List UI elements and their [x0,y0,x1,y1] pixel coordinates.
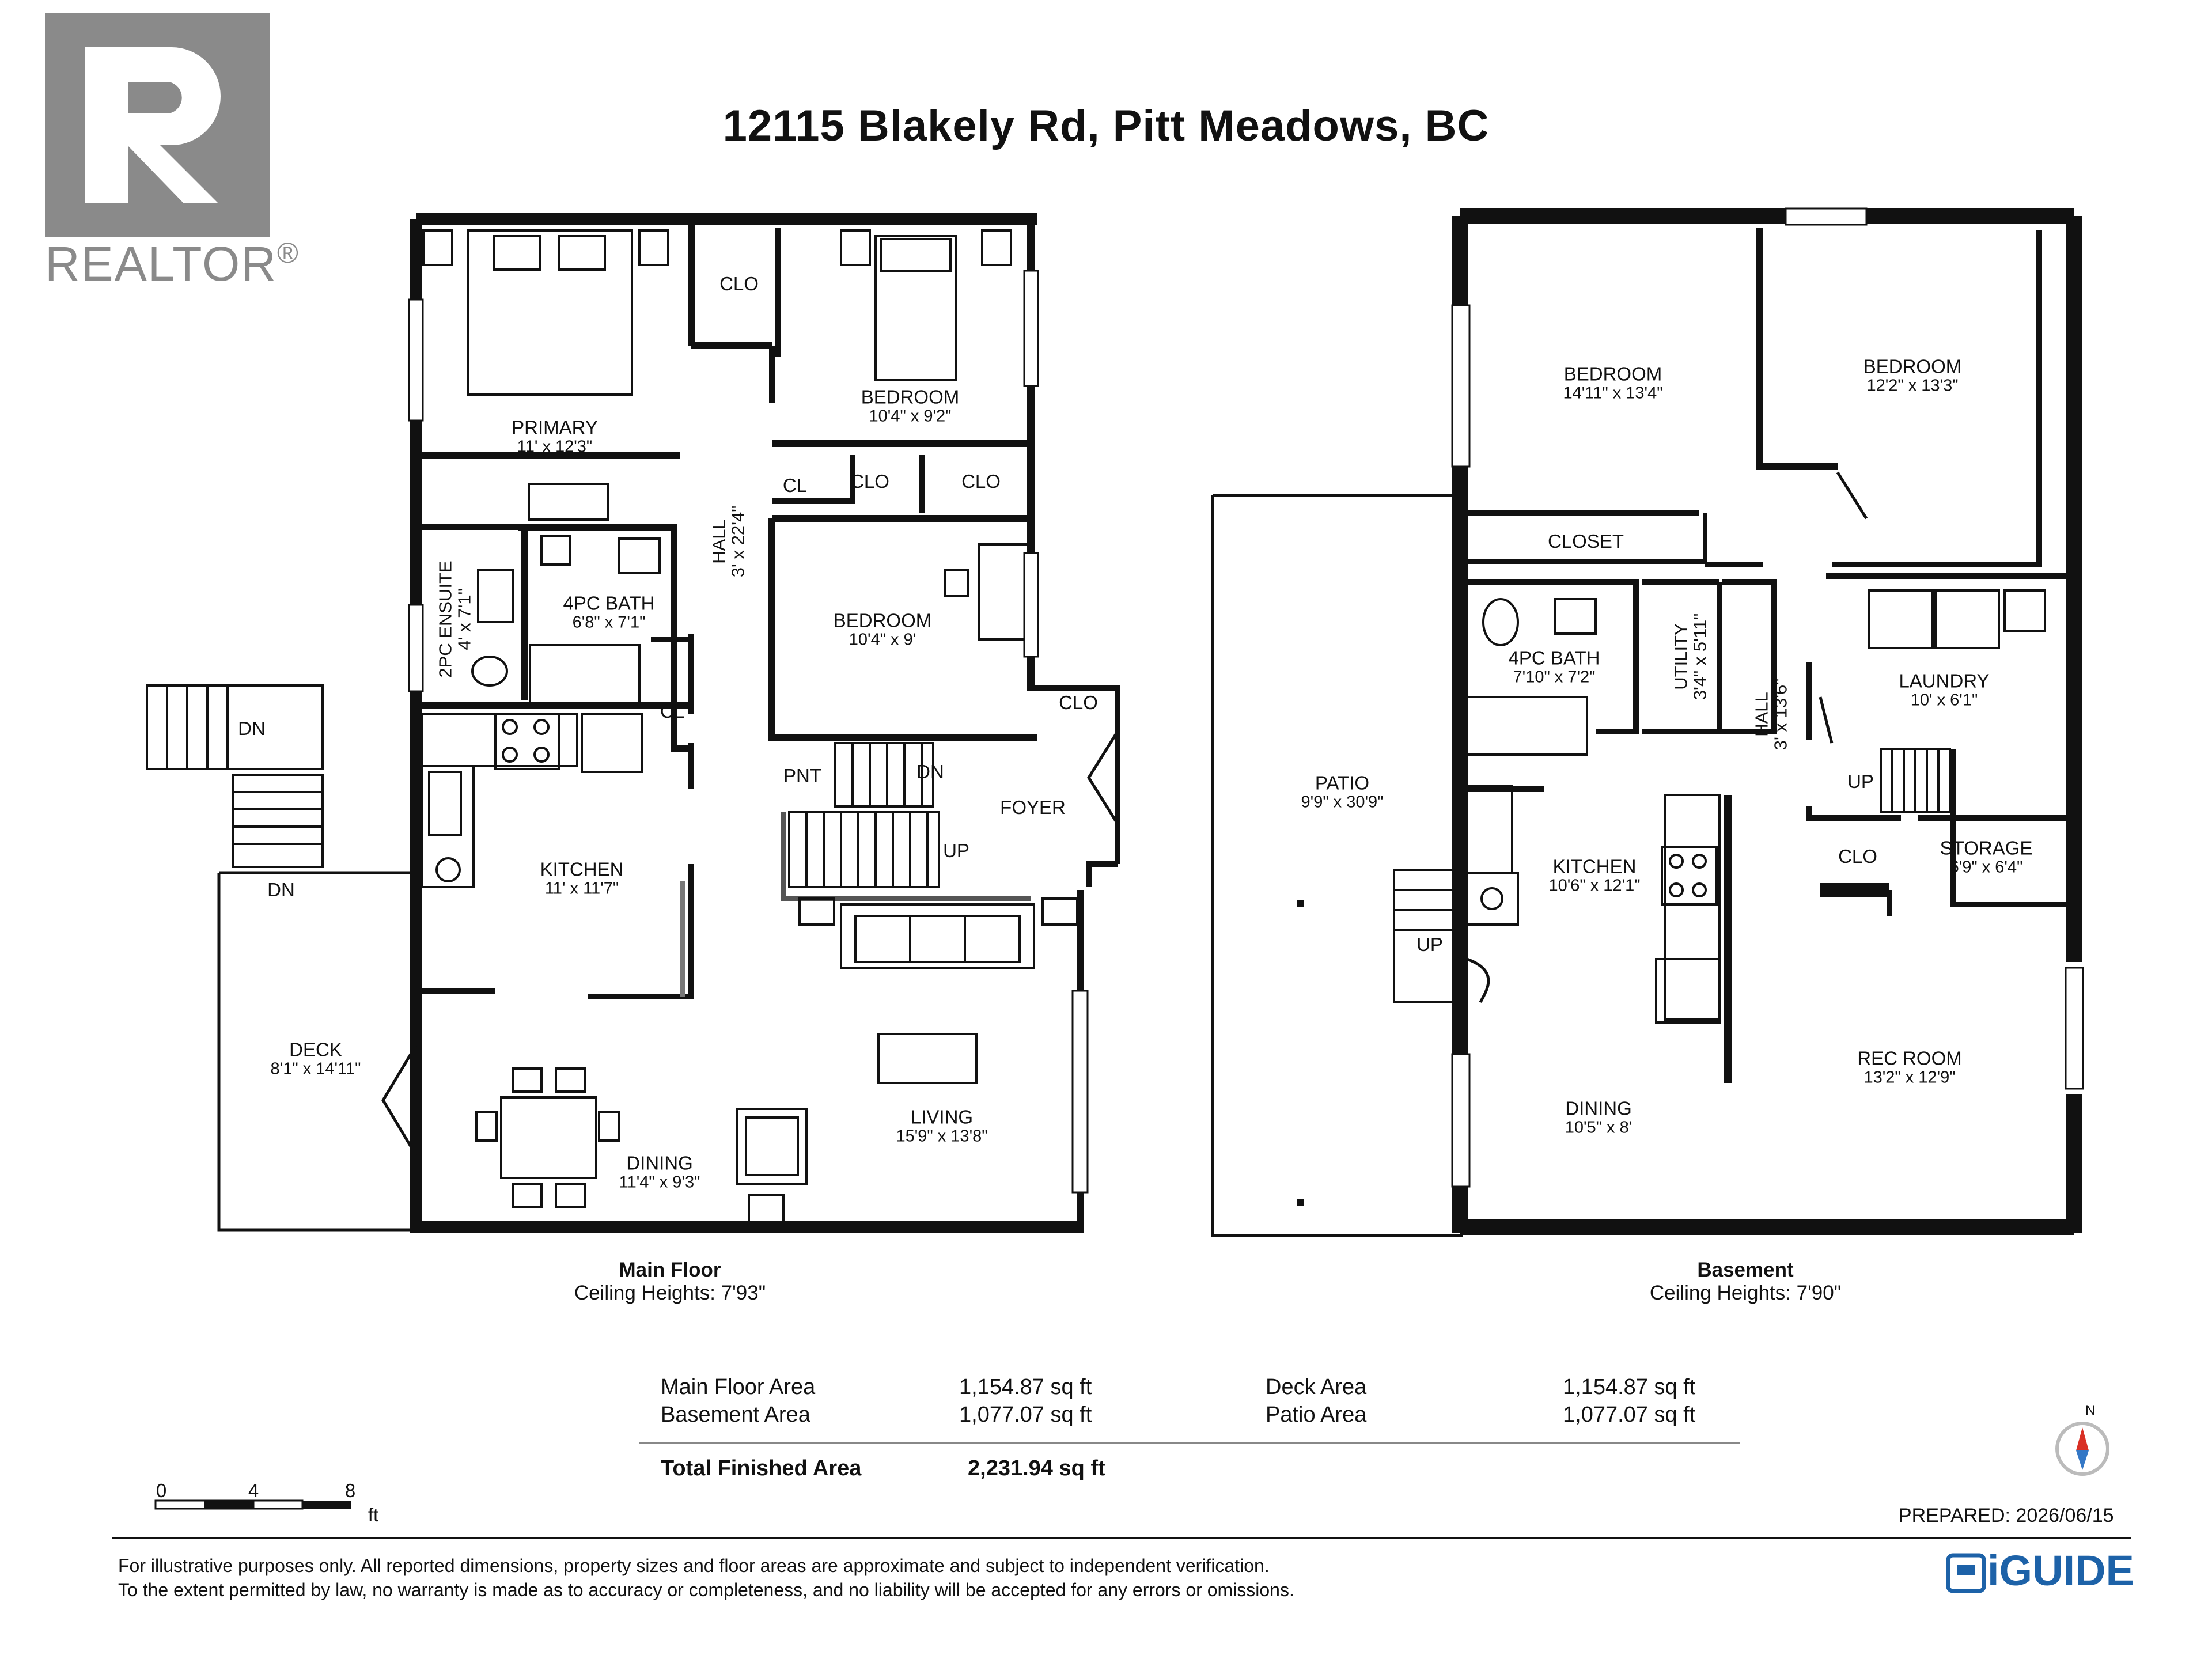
label-clo-1: CLO [719,273,759,294]
prepared-date: PREPARED: 2026/06/15 [1899,1505,2114,1527]
area-patio-label: Patio Area [1266,1403,1367,1427]
label-stairs-dn: DN [916,761,944,782]
label-basement-up-1: UP [1847,771,1874,792]
area-main-floor-value: 1,154.87 sq ft [959,1375,1092,1399]
scale-unit: ft [368,1504,379,1525]
area-total-value: 2,231.94 sq ft [968,1456,1105,1480]
realtor-logo-text: REALTOR® [45,237,300,291]
label-basement-up-2: UP [1416,934,1443,955]
compass: N [2051,1403,2114,1483]
scale-tick-8: 8 [344,1480,356,1501]
label-clo-foyer: CLO [1059,692,1098,713]
label-closet: CLOSET [1547,531,1624,552]
area-deck-label: Deck Area [1266,1375,1367,1399]
disclaimer-line-2: To the extent permitted by law, no warra… [118,1580,1294,1600]
label-clo-2: CLO [850,471,889,492]
label-pantry: PNT [783,765,821,786]
label-deck-stairs-dn: DN [238,718,266,739]
area-deck-value: 1,154.87 sq ft [1563,1375,1696,1399]
area-basement-label: Basement Area [661,1403,810,1427]
label-deck-dn: DN [267,879,295,900]
iguide-logo-icon [1946,1553,1986,1593]
label-clo-3: CLO [961,471,1001,492]
label-cl-2: CL [660,700,685,722]
label-stairs-up: UP [943,840,969,861]
label-basement-clo: CLO [1838,846,1877,867]
compass-icon [2055,1422,2109,1476]
area-basement-value: 1,077.07 sq ft [959,1403,1092,1427]
scale-tick-4: 4 [248,1480,259,1501]
room-foyer: FOYER [1000,797,1066,818]
page-title: 12115 Blakely Rd, Pitt Meadows, BC [722,101,1490,150]
iguide-logo-text: iGUIDE [1987,1547,2134,1594]
area-patio-value: 1,077.07 sq ft [1563,1403,1696,1427]
realtor-logo [45,13,270,237]
area-main-floor-label: Main Floor Area [661,1375,816,1399]
compass-north-label: N [2085,1403,2096,1418]
label-cl-1: CL [782,475,808,496]
scale-tick-0: 0 [156,1480,167,1501]
realtor-r-icon [45,13,270,237]
disclaimer-line-1: For illustrative purposes only. All repo… [118,1555,1270,1576]
scale-bar [154,1499,351,1510]
area-total-label: Total Finished Area [661,1456,862,1480]
